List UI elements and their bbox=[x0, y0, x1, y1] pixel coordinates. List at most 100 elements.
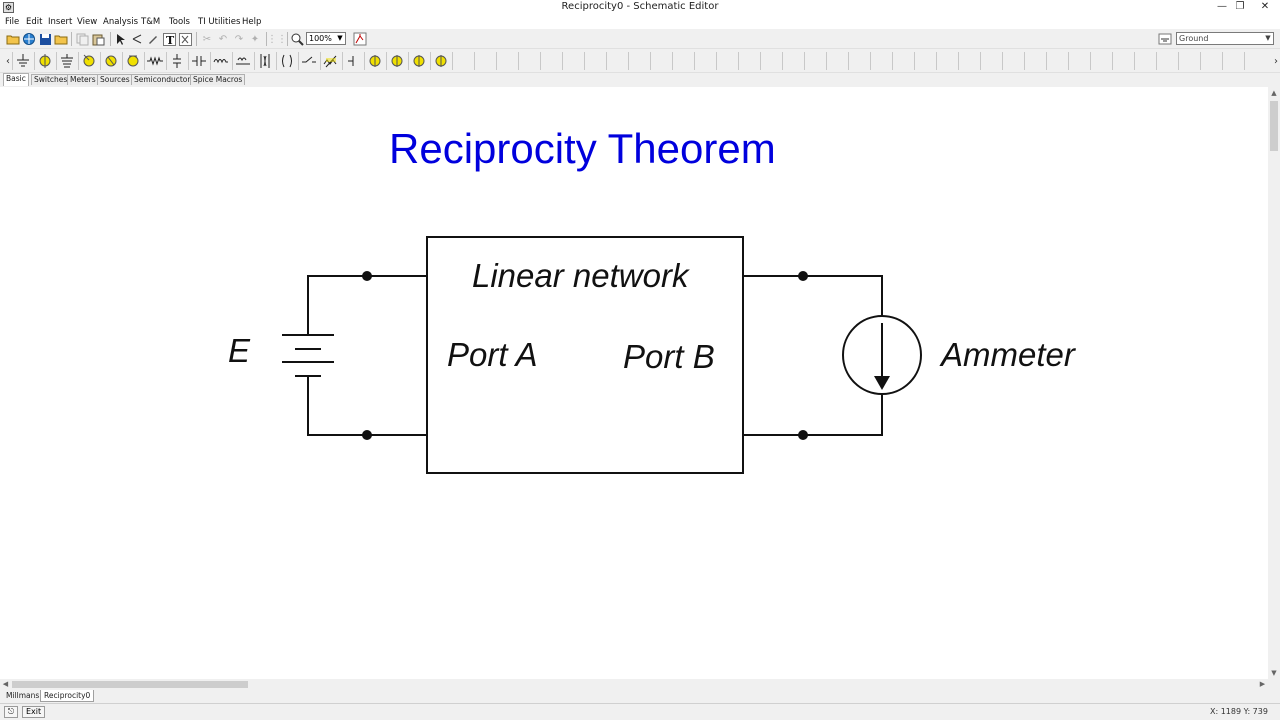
menu-help[interactable]: Help bbox=[242, 17, 262, 27]
port-b-label[interactable]: Port B bbox=[623, 338, 715, 375]
menu-tools[interactable]: Tools bbox=[169, 17, 190, 27]
open-file-icon[interactable] bbox=[53, 31, 69, 47]
cut-icon[interactable]: ✂ bbox=[202, 33, 212, 45]
source-bottom-wire[interactable] bbox=[307, 376, 427, 436]
close-button[interactable]: ✕ bbox=[1260, 1, 1270, 12]
web-icon[interactable] bbox=[21, 31, 37, 47]
battery-icon[interactable] bbox=[344, 52, 362, 70]
port-a-label[interactable]: Port A bbox=[447, 336, 538, 373]
palette-scroll-left-icon[interactable]: ‹ bbox=[6, 55, 10, 67]
network-label[interactable]: Linear network bbox=[472, 257, 689, 294]
palette-cell-divider bbox=[716, 52, 717, 70]
horizontal-scroll-thumb[interactable] bbox=[12, 681, 248, 688]
tab-meters[interactable]: Meters bbox=[67, 74, 99, 85]
tab-switches[interactable]: Switches bbox=[31, 74, 71, 85]
menu-insert[interactable]: Insert bbox=[48, 17, 73, 27]
horizontal-scrollbar[interactable]: ◀ ▶ bbox=[0, 679, 1268, 690]
component-select[interactable]: Ground ▼ bbox=[1176, 32, 1274, 45]
source-top-wire[interactable] bbox=[307, 275, 427, 335]
vertical-scroll-thumb[interactable] bbox=[1270, 101, 1278, 151]
select-arrow-icon[interactable] bbox=[113, 31, 129, 47]
wire-icon[interactable] bbox=[129, 31, 145, 47]
undo-icon[interactable]: ↶ bbox=[218, 33, 228, 45]
voltage-source-icon[interactable] bbox=[80, 52, 98, 70]
save-icon[interactable] bbox=[37, 31, 53, 47]
terminal-dot[interactable] bbox=[798, 271, 808, 281]
menu-ti-utilities[interactable]: TI Utilities bbox=[198, 17, 241, 27]
battery-symbol[interactable] bbox=[282, 334, 334, 377]
menu-view[interactable]: View bbox=[77, 17, 98, 27]
redo-icon[interactable]: ↷ bbox=[234, 33, 244, 45]
palette-scroll-right-icon[interactable]: › bbox=[1274, 55, 1278, 67]
exit-button[interactable]: Exit bbox=[22, 706, 46, 718]
tab-spice-macros[interactable]: Spice Macros bbox=[190, 74, 246, 85]
tab-basic[interactable]: Basic bbox=[3, 73, 29, 86]
tab-semiconductors[interactable]: Semiconductors bbox=[131, 74, 198, 85]
coupled-inductor-icon[interactable] bbox=[278, 52, 296, 70]
delete-icon[interactable]: ✦ bbox=[250, 33, 260, 45]
minimize-button[interactable]: — bbox=[1217, 1, 1227, 12]
scroll-down-icon[interactable]: ▼ bbox=[1271, 669, 1277, 677]
ground-alt-icon[interactable] bbox=[58, 52, 76, 70]
current-source-icon[interactable] bbox=[102, 52, 120, 70]
scroll-left-icon[interactable]: ◀ bbox=[2, 680, 9, 688]
paste-icon[interactable] bbox=[90, 31, 106, 47]
inductor-v-icon[interactable] bbox=[234, 52, 252, 70]
voltmeter-icon[interactable] bbox=[366, 52, 384, 70]
zoom-value: 100% bbox=[309, 34, 332, 43]
zoom-icon[interactable] bbox=[289, 31, 305, 47]
menu-analysis[interactable]: Analysis bbox=[103, 17, 139, 27]
terminal-dot[interactable] bbox=[798, 430, 808, 440]
ground-icon[interactable] bbox=[14, 52, 32, 70]
schematic-canvas[interactable]: Reciprocity Theorem Linear network Port … bbox=[0, 87, 1268, 679]
transformer-icon[interactable] bbox=[256, 52, 274, 70]
meter-icon[interactable] bbox=[432, 52, 450, 70]
ammeter-icon[interactable] bbox=[388, 52, 406, 70]
palette-cell-divider bbox=[1090, 52, 1091, 70]
palette-cell-divider bbox=[408, 52, 409, 70]
schematic-title[interactable]: Reciprocity Theorem bbox=[389, 125, 776, 172]
terminal-dot[interactable] bbox=[362, 430, 372, 440]
palette-cell-divider bbox=[496, 52, 497, 70]
open-folder-icon[interactable] bbox=[5, 31, 21, 47]
ammeter-symbol[interactable] bbox=[842, 315, 922, 395]
linear-network-box[interactable] bbox=[426, 236, 744, 474]
app-icon[interactable]: ⚙ bbox=[3, 2, 14, 13]
menu-edit[interactable]: Edit bbox=[26, 17, 43, 27]
zoom-select[interactable]: 100% ▼ bbox=[306, 32, 346, 45]
exit-icon[interactable]: ⎋ bbox=[4, 706, 18, 718]
resistor-icon[interactable] bbox=[146, 52, 164, 70]
switch-icon[interactable] bbox=[300, 52, 318, 70]
ammeter-label[interactable]: Ammeter bbox=[941, 336, 1075, 373]
pencil-icon[interactable] bbox=[145, 31, 161, 47]
scroll-up-icon[interactable]: ▲ bbox=[1271, 89, 1277, 97]
text-tool-icon[interactable]: T bbox=[161, 31, 177, 47]
grid-icon[interactable]: ⋮⋮ bbox=[267, 33, 287, 45]
tab-millmans1[interactable]: Millmans1 bbox=[6, 691, 45, 700]
inductor-icon[interactable] bbox=[212, 52, 230, 70]
potentiometer-icon[interactable] bbox=[322, 52, 340, 70]
maximize-button[interactable]: ❐ bbox=[1235, 1, 1245, 12]
palette-cell-divider bbox=[870, 52, 871, 70]
copy-icon[interactable] bbox=[74, 31, 90, 47]
probe-icon[interactable] bbox=[352, 31, 368, 47]
source-label[interactable]: E bbox=[228, 332, 251, 369]
wattmeter-icon[interactable] bbox=[410, 52, 428, 70]
bulb-icon[interactable] bbox=[36, 52, 54, 70]
tab-sources[interactable]: Sources bbox=[97, 74, 133, 85]
menu-file[interactable]: File bbox=[5, 17, 20, 27]
tab-reciprocity0[interactable]: Reciprocity0 bbox=[40, 690, 95, 702]
terminal-dot[interactable] bbox=[362, 271, 372, 281]
menu-tm[interactable]: T&M bbox=[141, 17, 161, 27]
palette-cell-divider bbox=[100, 52, 101, 70]
vertical-scrollbar[interactable]: ▲ ▼ bbox=[1268, 87, 1280, 679]
ac-source-icon[interactable] bbox=[124, 52, 142, 70]
scroll-right-icon[interactable]: ▶ bbox=[1259, 680, 1266, 688]
capacitor-icon[interactable] bbox=[168, 52, 186, 70]
palette-cell-divider bbox=[188, 52, 189, 70]
capacitor-h-icon[interactable] bbox=[190, 52, 208, 70]
label-tool-icon[interactable] bbox=[177, 31, 193, 47]
meter-bottom-wire[interactable] bbox=[743, 394, 883, 436]
meter-top-wire[interactable] bbox=[743, 275, 883, 316]
ground-tool-icon[interactable] bbox=[1157, 31, 1173, 47]
